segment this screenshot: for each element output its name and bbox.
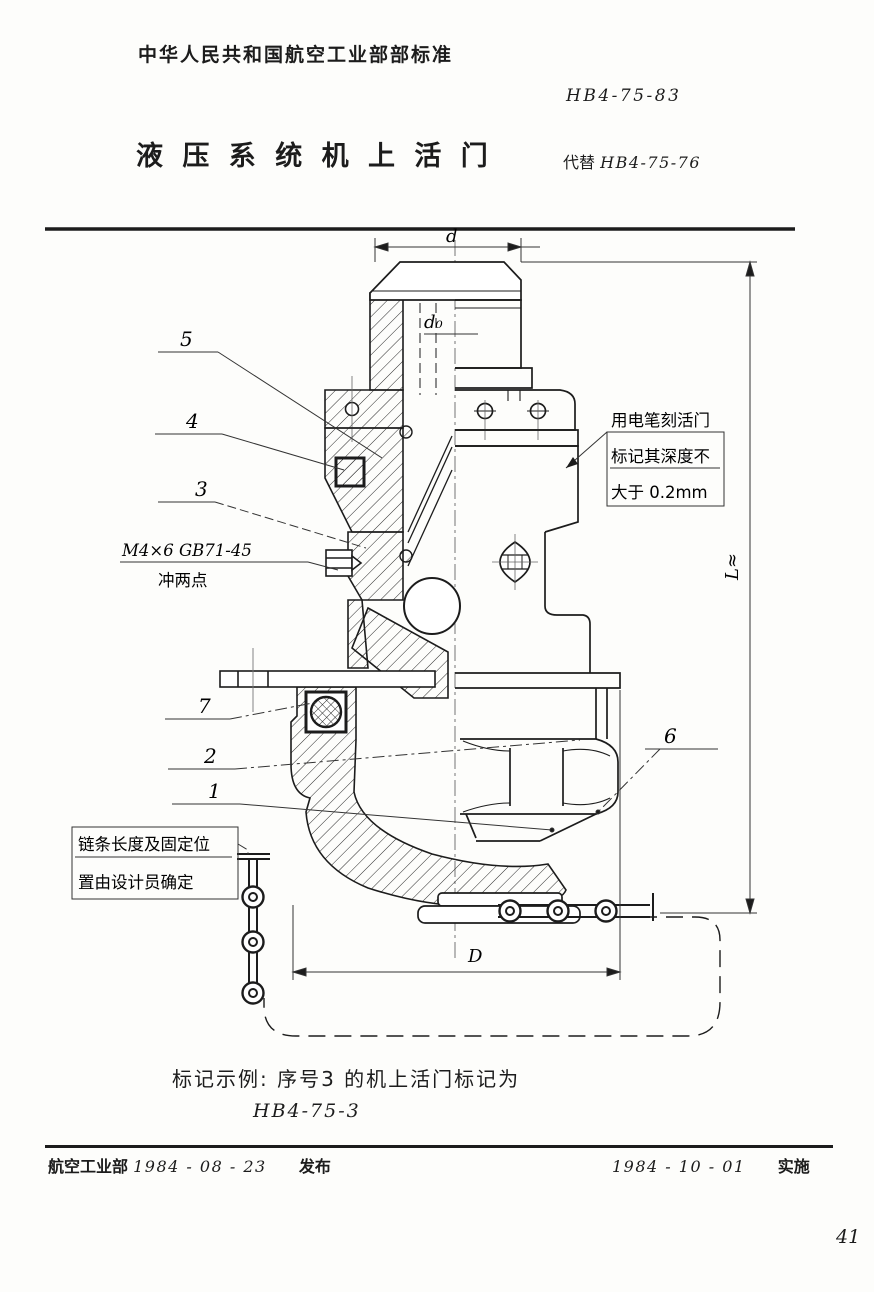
replaces-label: 代替 xyxy=(563,153,596,172)
page-number: 41 xyxy=(836,1226,861,1248)
footer-impl-date: 1984 - 10 - 01 xyxy=(612,1157,746,1176)
replaces-number: HB4-75-76 xyxy=(600,153,702,172)
standard-number: HB4-75-83 xyxy=(566,86,682,106)
footer-issue-label: 发布 xyxy=(298,1157,331,1176)
footer-implementation: 1984 - 10 - 01 实施 xyxy=(612,1153,810,1177)
note-engraving-line2: 标记其深度不 xyxy=(611,447,710,466)
note-engraving-line3: 大于 0.2mm xyxy=(611,483,708,502)
note-screw-punch: 冲两点 xyxy=(158,571,208,590)
marking-example-line1: 标记示例: 序号3 的机上活门标记为 xyxy=(172,1067,521,1091)
note-box-engraving: 用电笔刻活门 标记其深度不 大于 0.2mm xyxy=(565,411,725,507)
callout-7: 7 xyxy=(198,694,211,718)
callout-6: 6 xyxy=(664,724,677,748)
callout-3: 3 xyxy=(195,477,208,501)
dim-label-d: d xyxy=(446,226,458,247)
dim-label-L: L≈ xyxy=(722,553,743,581)
note-chain-line2: 置由设计员确定 xyxy=(78,873,194,892)
callout-4: 4 xyxy=(185,409,199,433)
page-title: 液 压 系 统 机 上 活 门 xyxy=(136,141,493,172)
footer-impl-label: 实施 xyxy=(777,1157,810,1176)
callout-1: 1 xyxy=(208,779,221,803)
dim-label-D: D xyxy=(467,946,483,967)
safety-chain xyxy=(237,853,721,1037)
note-screw-spec: M4×6 GB71-45 xyxy=(121,541,252,560)
replaces-note: 代替 HB4-75-76 xyxy=(563,149,701,173)
marking-example-designation: HB4-75-3 xyxy=(253,1100,361,1122)
footer-issue: 航空工业部 1984 - 08 - 23 发布 xyxy=(48,1153,331,1177)
standard-org-title: 中华人民共和国航空工业部部标准 xyxy=(138,44,454,66)
footer-rule xyxy=(45,1145,833,1148)
footer-org: 航空工业部 xyxy=(48,1157,129,1176)
note-chain-line1: 链条长度及固定位 xyxy=(78,835,210,854)
dim-label-d0: d₀ xyxy=(424,312,443,333)
note-box-chain: 链条长度及固定位 置由设计员确定 xyxy=(71,826,249,900)
footer-issue-date: 1984 - 08 - 23 xyxy=(133,1157,267,1176)
note-engraving-line1: 用电笔刻活门 xyxy=(611,411,710,430)
callout-2: 2 xyxy=(203,744,217,768)
dimensions xyxy=(291,238,757,980)
callout-5: 5 xyxy=(180,327,193,351)
valve-section-left xyxy=(219,292,567,907)
callout-leaders xyxy=(120,351,718,833)
